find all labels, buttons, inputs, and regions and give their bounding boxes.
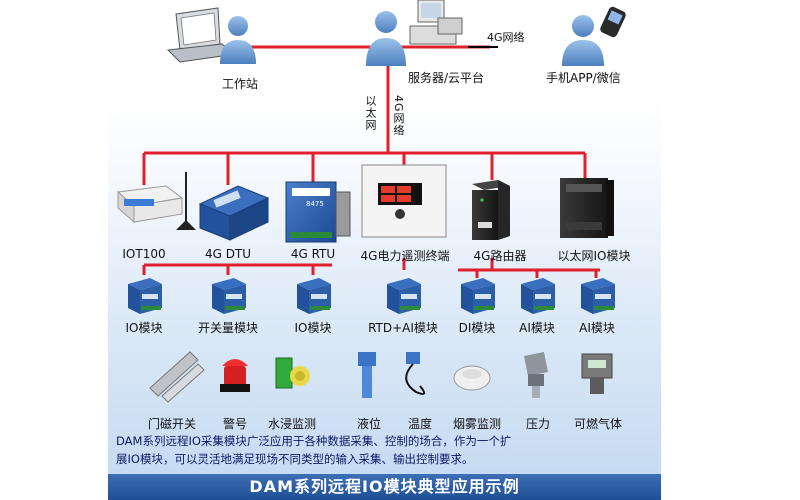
device-label-iot100: IOT100 (122, 247, 166, 261)
pressure-sensor-icon (524, 352, 548, 398)
io-module-icons (128, 278, 615, 314)
sensor-label-smoke: 烟雾监测 (452, 417, 502, 431)
device-label-power-telemetry: 4G电力遥测终端 (360, 249, 450, 263)
io-module-label: DI模块 (458, 321, 496, 335)
io-module-icon (581, 278, 615, 314)
io-module-icon (297, 278, 331, 314)
workstation-label: 工作站 (222, 77, 259, 91)
phone-icon (600, 6, 626, 38)
workstation-user-icon (220, 16, 256, 64)
io-module-icon (461, 278, 495, 314)
level-sensor-icon (358, 352, 376, 398)
description-line: DAM系列远程IO采集模块广泛应用于各种数据采集、控制的场合，作为一个扩 (116, 434, 512, 448)
server-label: 服务器/云平台 (408, 71, 485, 85)
door-sensor-icon (149, 351, 205, 403)
io-module-label: RTD+AI模块 (368, 321, 438, 335)
description-text: DAM系列远程IO采集模块广泛应用于各种数据采集、控制的场合，作为一个扩 展IO… (116, 432, 656, 468)
ethernet-io-module-icon (560, 178, 614, 238)
antenna-icon (176, 172, 196, 230)
server-computer-icon (409, 0, 463, 45)
water-sensor-icon (275, 357, 310, 389)
network-lines (142, 45, 600, 278)
sensor-label-gas: 可燃气体 (573, 417, 623, 431)
mobile-label: 手机APP/微信 (546, 71, 621, 85)
4g-rtu-device-icon: 8475 (285, 181, 351, 243)
sensor-label-level: 液位 (356, 417, 382, 431)
4g-dtu-device-icon (198, 185, 270, 241)
server-user-icon (366, 11, 406, 66)
power-telemetry-terminal-icon (361, 164, 447, 238)
device-label-4g-dtu: 4G DTU (204, 247, 252, 261)
temperature-sensor-icon (405, 352, 426, 395)
io-module-label: IO模块 (125, 321, 163, 335)
gas-detector-icon (581, 353, 613, 394)
rtu-model-label: 8475 (306, 200, 324, 208)
link-4g-label: 4G网络 (487, 31, 525, 44)
device-label-4g-router: 4G路由器 (473, 249, 527, 263)
device-label-4g-rtu: 4G RTU (290, 247, 336, 261)
link-ethernet-label: 以太网 (364, 95, 377, 131)
sensor-label-water: 水浸监测 (267, 417, 317, 431)
smoke-detector-icon (453, 365, 491, 391)
description-line: 展IO模块，可以灵活地满足现场不同类型的输入采集、输出控制要求。 (116, 452, 474, 466)
io-module-icon (212, 278, 246, 314)
alarm-siren-icon (220, 359, 250, 392)
io-module-icon (521, 278, 555, 314)
sensor-label-door: 门磁开关 (147, 417, 197, 431)
mobile-user-icon (562, 15, 604, 66)
sensor-label-pressure: 压力 (525, 417, 551, 431)
device-label-ethernet-io: 以太网IO模块 (557, 249, 631, 263)
sensor-label-temperature: 温度 (407, 417, 433, 431)
diagram-title: DAM系列远程IO模块典型应用示例 (108, 474, 661, 500)
io-module-icon (128, 278, 162, 314)
link-4g-vertical-label: 4G网络 (392, 95, 405, 137)
4g-router-icon (472, 180, 510, 240)
io-module-label: 开关量模块 (197, 321, 259, 335)
io-module-icon (387, 278, 421, 314)
io-module-label: AI模块 (579, 321, 615, 335)
io-module-label: IO模块 (294, 321, 332, 335)
laptop-icon (166, 7, 238, 63)
iot100-device-icon (116, 185, 184, 224)
sensor-label-alarm: 警号 (222, 417, 248, 431)
io-module-label: AI模块 (519, 321, 555, 335)
